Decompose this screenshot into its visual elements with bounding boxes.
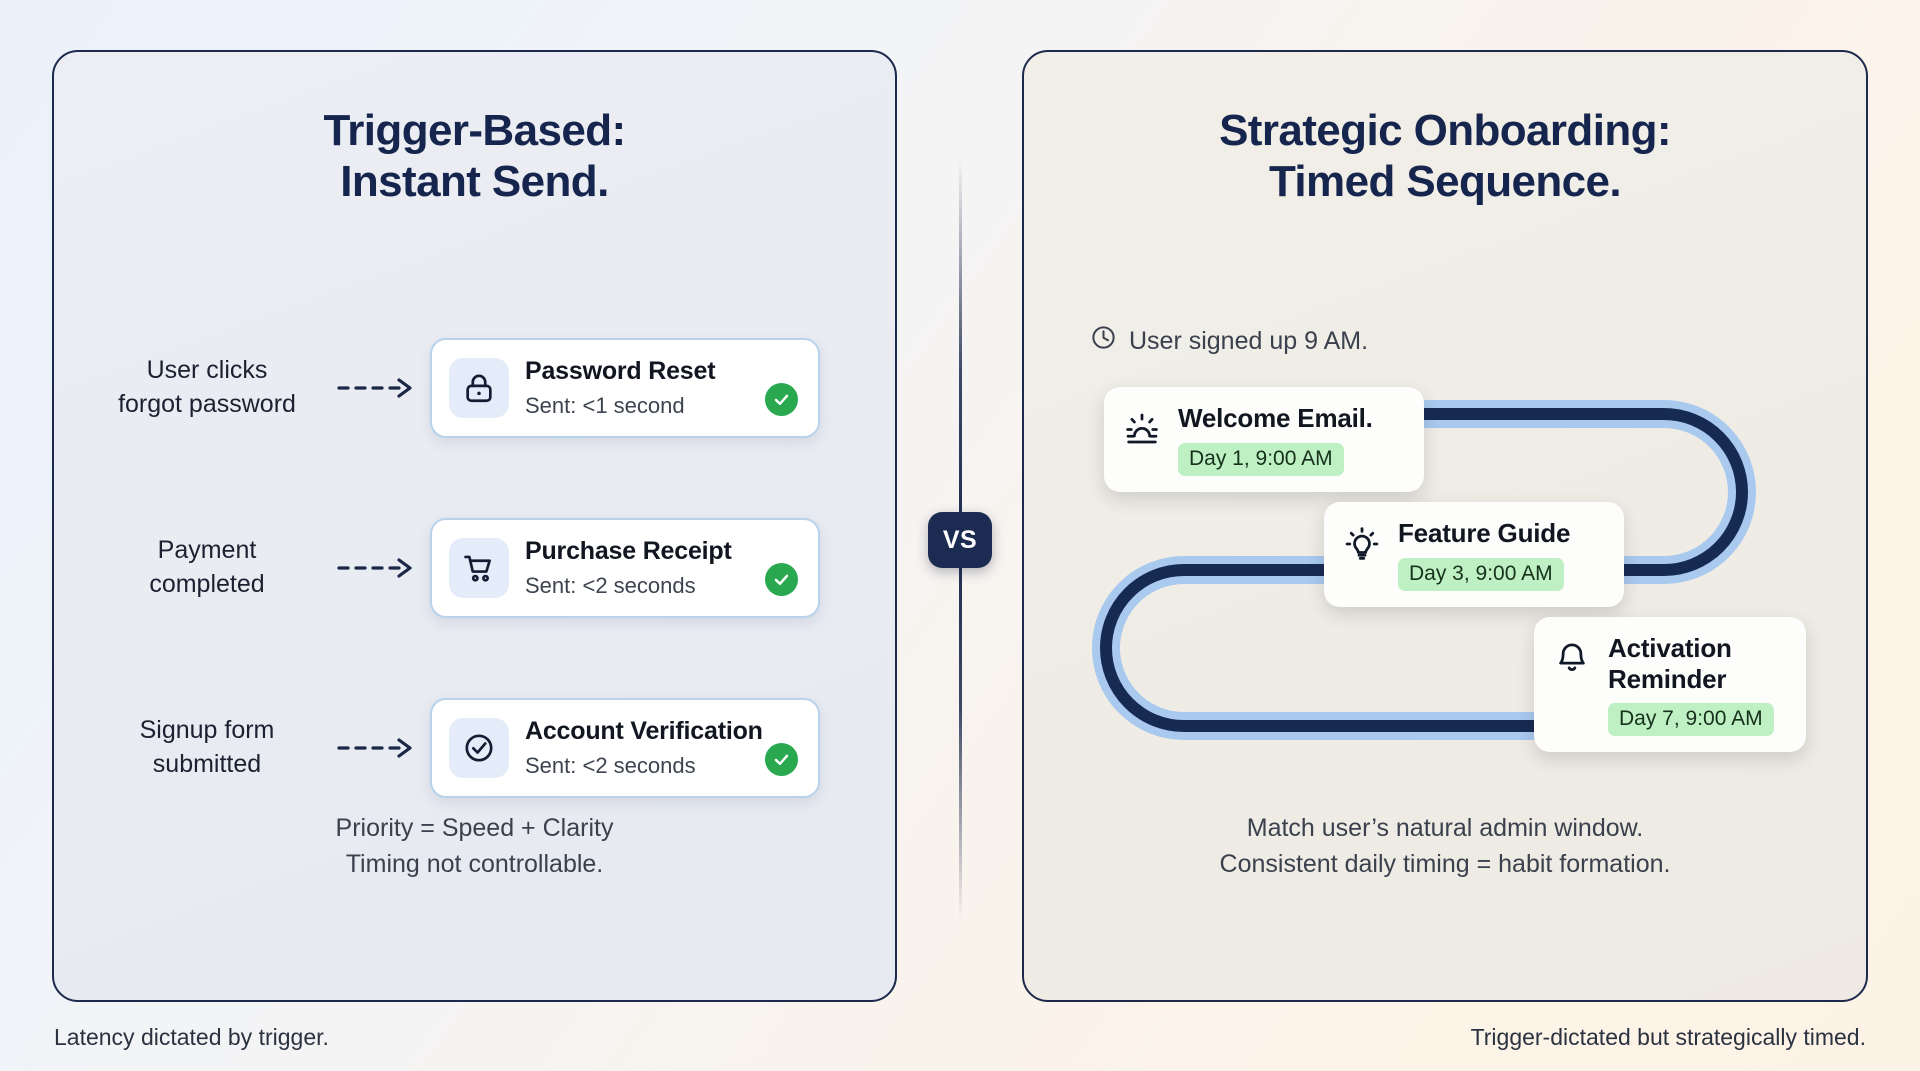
right-panel: Strategic Onboarding: Timed Sequence. Us… <box>1022 50 1868 1002</box>
email-card-subtitle: Sent: <1 second <box>525 392 685 418</box>
email-card[interactable]: Purchase Receipt Sent: <2 seconds <box>430 517 820 618</box>
sequence-card[interactable]: Welcome Email. Day 1, 9:00 AM <box>1104 387 1424 492</box>
left-title-line2: Instant Send. <box>340 157 609 207</box>
dashed-arrow-icon <box>336 557 422 579</box>
sunrise-icon <box>1120 407 1164 451</box>
trigger-row: User clicks forgot password <box>54 320 895 455</box>
trigger-label-line1: Payment <box>157 536 257 565</box>
dashed-arrow-icon <box>336 377 422 399</box>
trigger-row: Payment completed <box>54 500 895 635</box>
sequence-card-title: Activation Reminder <box>1608 633 1732 694</box>
trigger-label-line1: Signup form <box>139 716 275 745</box>
trigger-row: Signup form submitted <box>54 680 895 815</box>
email-card-title: Purchase Receipt <box>525 536 732 565</box>
left-panel-title: Trigger-Based: Instant Send. <box>54 105 895 207</box>
left-title-line1: Trigger-Based: <box>323 106 626 155</box>
trigger-label-line1: User clicks <box>146 356 268 385</box>
sequence-card-chip: Day 7, 9:00 AM <box>1608 703 1774 737</box>
sequence-flow: Welcome Email. Day 1, 9:00 AM <box>1024 372 1866 802</box>
trigger-label-line2: completed <box>149 569 265 598</box>
check-badge-icon <box>765 562 798 596</box>
trigger-label: Signup form submitted <box>82 714 332 781</box>
right-note-line1: Match user’s natural admin window. <box>1246 813 1644 842</box>
trigger-rows: User clicks forgot password <box>54 320 895 860</box>
sequence-card-title: Feature Guide <box>1398 518 1571 548</box>
signup-time-line: User signed up 9 AM. <box>1090 324 1368 358</box>
check-circle-icon <box>449 717 509 778</box>
left-note-line2: Timing not controllable. <box>345 849 604 878</box>
email-card-texts: Purchase Receipt Sent: <2 seconds <box>525 537 800 599</box>
right-panel-title: Strategic Onboarding: Timed Sequence. <box>1024 105 1866 207</box>
lightbulb-icon <box>1340 522 1384 566</box>
sequence-card-chip: Day 1, 9:00 AM <box>1178 442 1344 476</box>
check-badge-icon <box>765 742 798 776</box>
sequence-card-chip: Day 3, 9:00 AM <box>1398 557 1564 591</box>
sequence-card[interactable]: Activation Reminder Day 7, 9:00 AM <box>1534 617 1806 753</box>
lock-icon <box>449 357 509 418</box>
left-panel-note: Priority = Speed + Clarity Timing not co… <box>54 810 895 883</box>
vs-divider: VS <box>928 160 992 920</box>
sequence-card-texts: Activation Reminder Day 7, 9:00 AM <box>1608 633 1786 737</box>
right-caption: Trigger-dictated but strategically timed… <box>1470 1024 1866 1050</box>
trigger-label: Payment completed <box>82 534 332 601</box>
email-card-subtitle: Sent: <2 seconds <box>525 752 696 778</box>
left-panel: Trigger-Based: Instant Send. User clicks… <box>52 50 897 1002</box>
shopping-cart-icon <box>449 537 509 598</box>
left-caption: Latency dictated by trigger. <box>54 1024 329 1050</box>
right-title-line1: Strategic Onboarding: <box>1219 106 1671 155</box>
trigger-label: User clicks forgot password <box>82 354 332 421</box>
check-badge-icon <box>765 382 798 416</box>
right-title-line2: Timed Sequence. <box>1268 157 1622 207</box>
vs-badge: VS <box>928 512 992 568</box>
sequence-card-texts: Welcome Email. Day 1, 9:00 AM <box>1178 403 1373 476</box>
email-card-title: Password Reset <box>525 356 716 385</box>
dashed-arrow-icon <box>336 737 422 759</box>
left-note-line1: Priority = Speed + Clarity <box>335 813 614 842</box>
bell-icon <box>1550 637 1594 681</box>
trigger-label-line2: forgot password <box>118 389 296 418</box>
right-panel-note: Match user’s natural admin window. Consi… <box>1024 810 1866 883</box>
email-card-texts: Password Reset Sent: <1 second <box>525 357 800 419</box>
email-card[interactable]: Password Reset Sent: <1 second <box>430 337 820 438</box>
email-card[interactable]: Account Verification Sent: <2 seconds <box>430 697 820 798</box>
sequence-card-texts: Feature Guide Day 3, 9:00 AM <box>1398 518 1570 591</box>
signup-time-text: User signed up 9 AM. <box>1129 326 1369 355</box>
right-note-line2: Consistent daily timing = habit formatio… <box>1219 849 1671 878</box>
trigger-label-line2: submitted <box>152 749 262 778</box>
sequence-card[interactable]: Feature Guide Day 3, 9:00 AM <box>1324 502 1624 607</box>
email-card-texts: Account Verification Sent: <2 seconds <box>525 717 800 779</box>
sequence-card-title: Welcome Email. <box>1178 403 1373 433</box>
email-card-title: Account Verification <box>525 716 763 745</box>
email-card-subtitle: Sent: <2 seconds <box>525 572 696 598</box>
clock-icon <box>1090 324 1117 358</box>
